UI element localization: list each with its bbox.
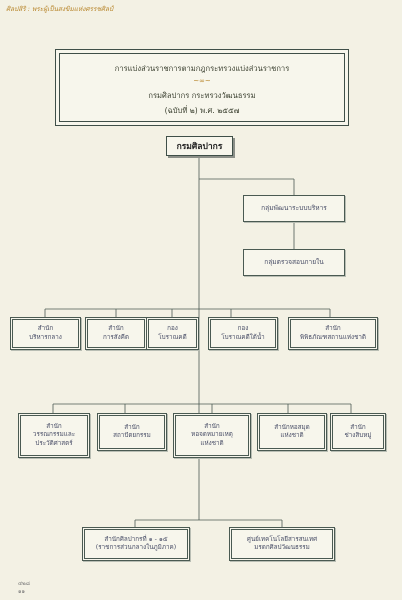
unit-label: ช่างสิบหมู่: [344, 432, 372, 439]
unit-box: สำนัก การสังคีต: [85, 317, 147, 350]
unit-label: แห่งชาติ: [200, 439, 224, 447]
unit-label: พิพิธภัณฑสถานแห่งชาติ: [299, 333, 367, 341]
unit-box: สำนักศิลปากรที่ ๑ - ๑๕ (ราชการส่วนกลางใน…: [82, 527, 190, 561]
unit-label: สำนัก: [124, 423, 140, 431]
unit-label: สำนัก: [204, 422, 220, 430]
unit-box: สำนัก หอจดหมายเหตุ แห่งชาติ: [173, 413, 251, 458]
title-frame: การแบ่งส่วนราชการตามกฎกระทรวงแบ่งส่วนราช…: [55, 49, 349, 126]
unit-label: สำนัก: [350, 423, 366, 431]
unit-label: กอง: [237, 325, 249, 332]
unit-label: สำนัก: [46, 422, 62, 430]
unit-label: โบราณคดีใต้น้ำ: [221, 333, 265, 341]
unit-label: (ราชการส่วนกลางในภูมิภาค): [95, 544, 177, 551]
unit-box: สำนัก พิพิธภัณฑสถานแห่งชาติ: [288, 317, 378, 350]
unit-box: ศูนย์เทคโนโลยีสารสนเทศ มรดกศิลปวัฒนธรรม: [229, 527, 335, 561]
root-department-box: กรมศิลปากร: [166, 136, 233, 156]
unit-label: การสังคีต: [103, 333, 129, 341]
unit-label: บริหารกลาง: [29, 333, 62, 341]
unit-label: สำนักหอสมุด: [274, 423, 310, 431]
unit-label: สำนักศิลปากรที่ ๑ - ๑๕: [104, 535, 168, 543]
unit-box: สำนักหอสมุด แห่งชาติ: [257, 413, 327, 451]
unit-label: หอจดหมายเหตุ: [191, 431, 233, 439]
unit-box: กอง โบราณคดี: [146, 317, 199, 350]
staff-unit-label: กลุ่มตรวจสอบภายใน: [264, 258, 324, 267]
unit-label: มรดกศิลปวัฒนธรรม: [254, 544, 310, 551]
unit-label: ศูนย์เทคโนโลยีสารสนเทศ: [246, 535, 318, 543]
title-inner-frame: [59, 53, 345, 122]
diagram-edition: (ฉบับที่ ๒) พ.ศ. ๒๕๕๗: [164, 106, 240, 115]
staff-unit-box: กลุ่มตรวจสอบภายใน: [243, 249, 345, 276]
staff-unit-box: กลุ่มพัฒนาระบบบริหาร: [243, 195, 345, 222]
unit-label: ประวัติศาสตร์: [35, 439, 73, 447]
title-ornament: ~∞~: [193, 77, 211, 85]
unit-label: สำนัก: [37, 325, 54, 332]
unit-label: แห่งชาติ: [280, 432, 304, 439]
unit-label: สำนัก: [325, 325, 341, 332]
unit-label: วรรณกรรมและ: [32, 431, 76, 439]
page-header: ศิลปสิริ : พระผู้เป็นสงขิมแห่งศรรชศิลป์: [6, 5, 114, 13]
unit-label: สถาปัตยกรรม: [113, 432, 151, 439]
page-number-secondary: ๑๑: [18, 589, 25, 595]
unit-box: สำนัก สถาปัตยกรรม: [97, 413, 167, 451]
unit-box: สำนัก วรรณกรรมและ ประวัติศาสตร์: [18, 413, 90, 458]
unit-box: สำนัก ช่างสิบหมู่: [330, 413, 386, 451]
unit-box: กอง โบราณคดีใต้น้ำ: [208, 317, 278, 350]
unit-label: โบราณคดี: [158, 333, 187, 341]
page-number: ๔๒๘: [18, 581, 31, 587]
staff-unit-label: กลุ่มพัฒนาระบบบริหาร: [261, 204, 327, 213]
diagram-title: การแบ่งส่วนราชการตามกฎกระทรวงแบ่งส่วนราช…: [114, 64, 290, 73]
unit-label: กอง: [167, 325, 178, 332]
unit-box: สำนัก บริหารกลาง: [10, 317, 81, 350]
diagram-subtitle: กรมศิลปากร กระทรวงวัฒนธรรม: [148, 91, 256, 100]
unit-label: สำนัก: [108, 325, 124, 332]
